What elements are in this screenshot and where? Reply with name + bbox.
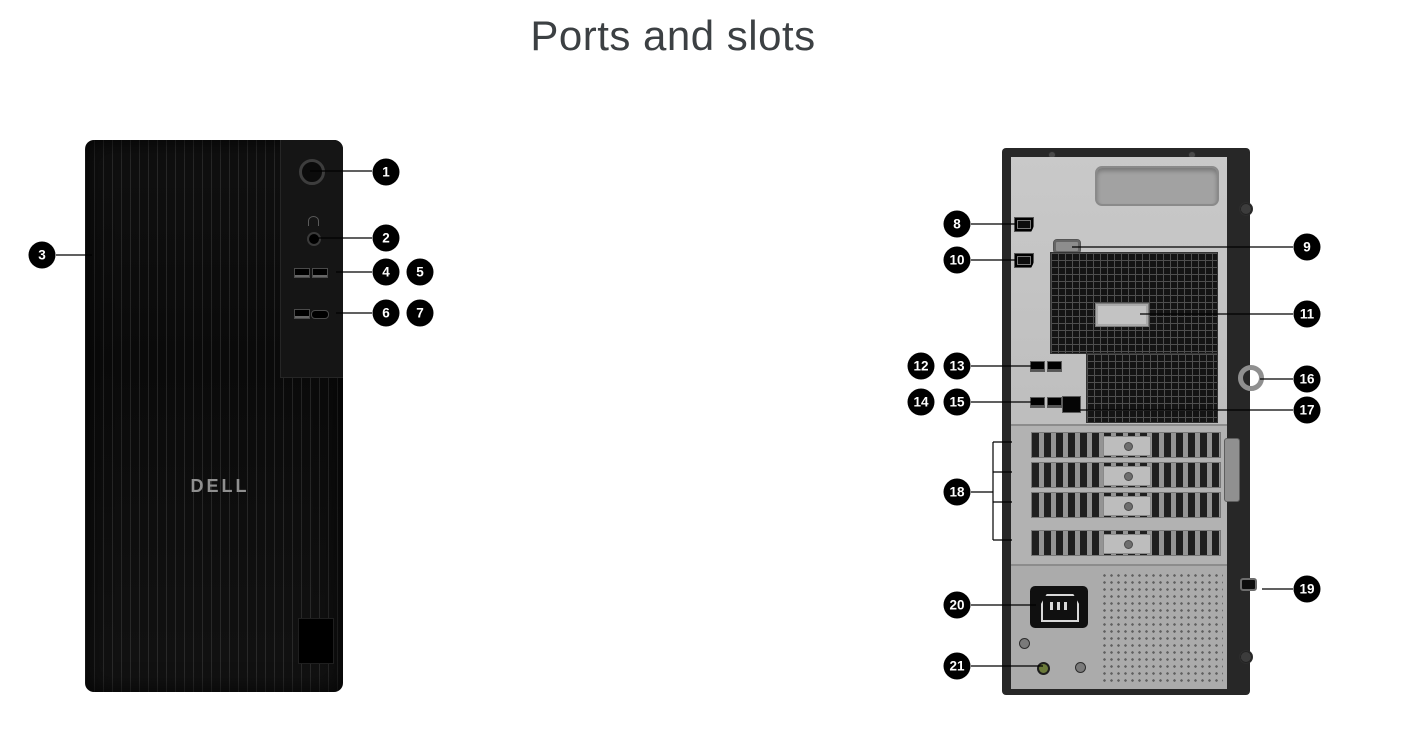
callout-4: 4	[372, 258, 400, 286]
screw-icon	[1075, 662, 1086, 673]
front-usb-port-1	[294, 268, 310, 278]
ac-inlet-outline	[1041, 594, 1079, 622]
slot-filler-plate	[1103, 534, 1151, 554]
callout-15: 15	[943, 388, 971, 416]
callout-18: 18	[943, 478, 971, 506]
ac-pin	[1057, 602, 1060, 610]
expansion-latch	[1224, 438, 1240, 502]
padlock-ring	[1238, 365, 1264, 391]
slot-filler-plate	[1103, 466, 1151, 486]
expansion-slot-area	[1011, 424, 1227, 566]
front-tower-illustration: DELL	[85, 140, 343, 692]
slot-filler-plate	[1103, 436, 1151, 456]
rear-usb-port-4	[1047, 397, 1062, 408]
vent-grid	[1086, 353, 1218, 423]
ac-pin	[1050, 602, 1053, 610]
callout-11: 11	[1293, 300, 1321, 328]
rear-usb-port-3	[1030, 397, 1045, 408]
power-supply-diagnostic-light	[1037, 662, 1050, 675]
power-connector-port	[1030, 586, 1088, 628]
ac-pin	[1064, 602, 1067, 610]
thumbscrew-icon	[1239, 202, 1253, 216]
screw-icon	[1124, 472, 1133, 481]
rear-tower-illustration	[1002, 148, 1264, 695]
headset-icon	[308, 216, 319, 226]
slot-filler-plate	[1103, 496, 1151, 516]
front-usb-port-2	[312, 268, 328, 278]
callout-3: 3	[28, 241, 56, 269]
front-usb-port-3	[294, 309, 310, 319]
front-usb-c-port	[311, 310, 329, 319]
headset-jack	[307, 232, 321, 246]
front-badge-panel	[298, 618, 334, 664]
callout-1: 1	[372, 158, 400, 186]
callout-10: 10	[943, 246, 971, 274]
screw-icon	[1019, 638, 1030, 649]
screw-icon	[1124, 442, 1133, 451]
optional-port-blank-plate	[1095, 303, 1149, 327]
callout-9: 9	[1293, 233, 1321, 261]
callout-20: 20	[943, 591, 971, 619]
psu-vent-holes	[1101, 572, 1223, 682]
power-supply-area	[1011, 564, 1227, 689]
screw-icon	[1124, 540, 1133, 549]
page-title: Ports and slots	[530, 12, 816, 59]
callout-14: 14	[907, 388, 935, 416]
callout-16: 16	[1293, 365, 1321, 393]
displayport-1	[1014, 217, 1034, 232]
callout-5: 5	[406, 258, 434, 286]
screw-icon	[1124, 502, 1133, 511]
callout-2: 2	[372, 224, 400, 252]
chassis-handle	[1095, 166, 1219, 206]
ethernet-port	[1062, 396, 1081, 413]
thumbscrew-icon	[1239, 650, 1253, 664]
power-button	[299, 159, 325, 185]
callout-7: 7	[406, 299, 434, 327]
callout-19: 19	[1293, 575, 1321, 603]
rear-usb-port-1	[1030, 361, 1045, 372]
callout-17: 17	[1293, 396, 1321, 424]
expansion-slot-4	[1031, 530, 1221, 556]
callout-21: 21	[943, 652, 971, 680]
expansion-slot-2	[1031, 462, 1221, 488]
callout-12: 12	[907, 352, 935, 380]
callout-13: 13	[943, 352, 971, 380]
expansion-slot-1	[1031, 432, 1221, 458]
security-cable-slot	[1240, 578, 1257, 591]
callout-6: 6	[372, 299, 400, 327]
callout-8: 8	[943, 210, 971, 238]
displayport-2	[1014, 253, 1034, 268]
expansion-slot-3	[1031, 492, 1221, 518]
dell-logo: DELL	[190, 476, 250, 496]
rear-usb-port-2	[1047, 361, 1062, 372]
